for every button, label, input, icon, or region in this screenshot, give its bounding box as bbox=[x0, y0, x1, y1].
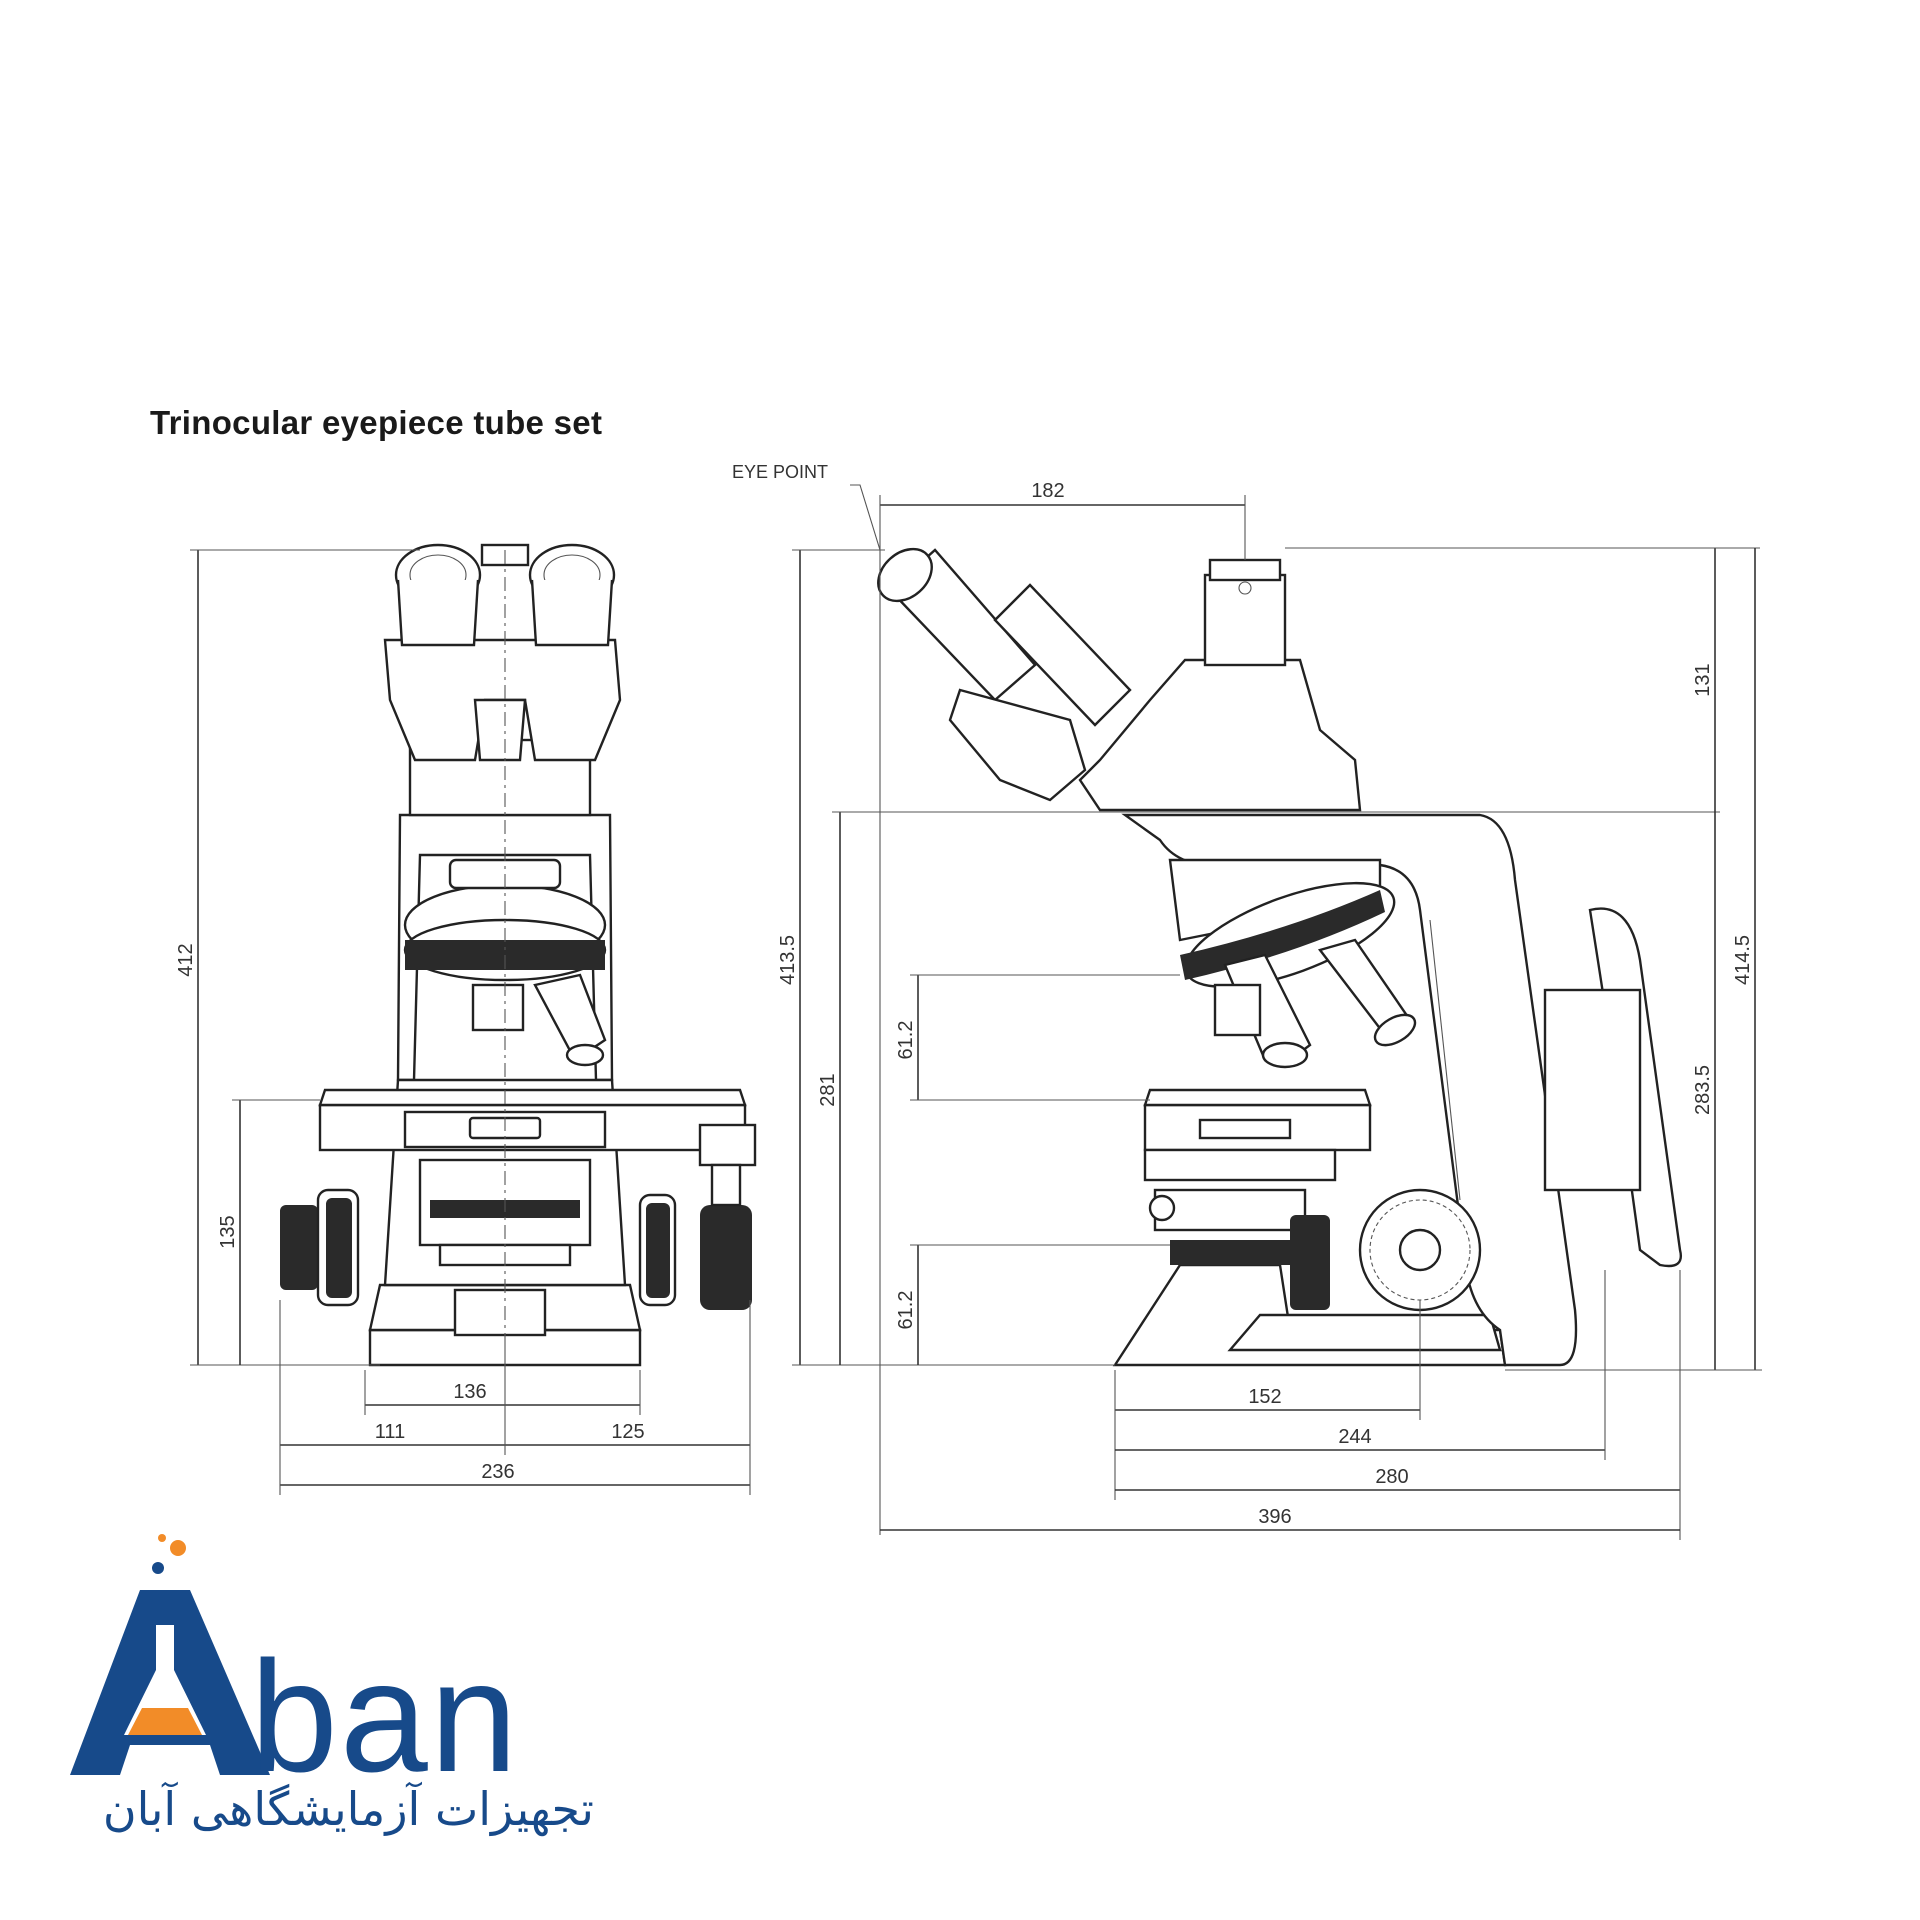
aban-logo: ban تجهیزات آزمایشگاهی آبان bbox=[70, 1530, 610, 1870]
dim-283-5: 283.5 bbox=[1692, 1065, 1714, 1115]
dim-61-2-upper: 61.2 bbox=[895, 1021, 917, 1060]
dim-136: 136 bbox=[453, 1381, 486, 1403]
dim-131: 131 bbox=[1692, 663, 1714, 696]
dim-244: 244 bbox=[1338, 1426, 1371, 1448]
dim-280: 280 bbox=[1375, 1466, 1408, 1488]
dim-414-5: 414.5 bbox=[1732, 935, 1754, 985]
dim-111: 111 bbox=[375, 1421, 405, 1443]
dim-125: 125 bbox=[611, 1421, 644, 1443]
side-view-microscope bbox=[877, 547, 1682, 1367]
dim-412: 412 bbox=[175, 943, 197, 976]
dim-135: 135 bbox=[217, 1215, 239, 1248]
page-title: Trinocular eyepiece tube set bbox=[150, 404, 603, 441]
dim-61-2-lower: 61.2 bbox=[895, 1291, 917, 1330]
dimension-labels: EYE POINT 182 412 135 136 111 125 236 41… bbox=[175, 462, 1754, 1528]
logo-wordmark: ban bbox=[250, 1629, 520, 1805]
logo-persian-subtitle: تجهیزات آزمایشگاهی آبان bbox=[102, 1782, 594, 1836]
dim-152: 152 bbox=[1248, 1386, 1281, 1408]
dim-281: 281 bbox=[817, 1073, 839, 1106]
dim-182: 182 bbox=[1031, 480, 1064, 502]
flask-a-logo-icon bbox=[70, 1534, 270, 1775]
dim-236: 236 bbox=[481, 1461, 514, 1483]
dim-413-5: 413.5 bbox=[777, 935, 799, 985]
eye-point-callout: EYE POINT bbox=[732, 462, 828, 482]
dim-396: 396 bbox=[1258, 1506, 1291, 1528]
front-view-microscope bbox=[280, 543, 757, 1367]
dimension-lines bbox=[190, 484, 1762, 1540]
